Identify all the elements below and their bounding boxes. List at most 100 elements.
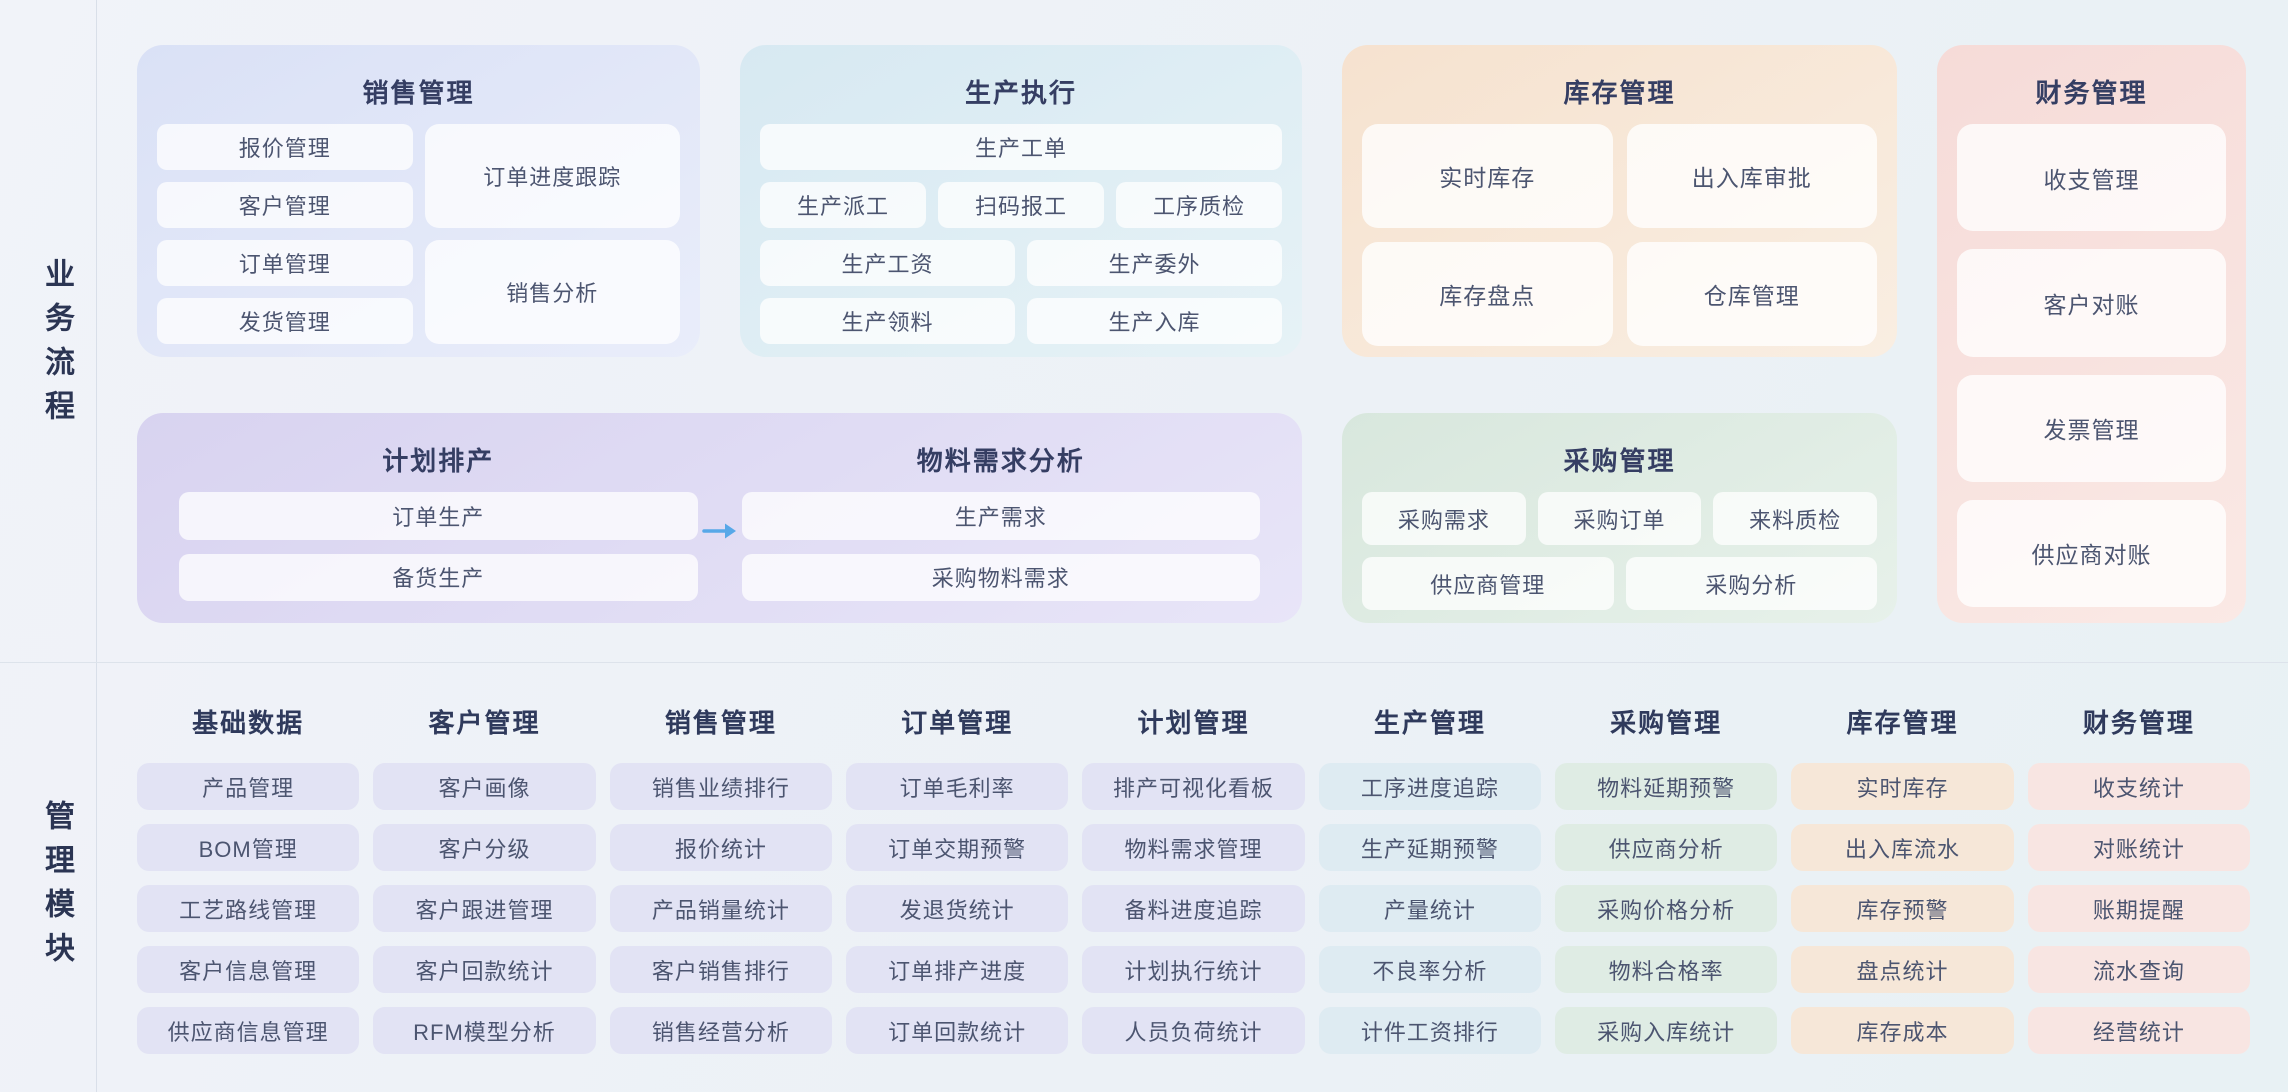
- module-column-inventory-management: 库存管理 实时库存 出入库流水 库存预警 盘点统计 库存成本: [1791, 700, 2014, 1068]
- module-item: 盘点统计: [1791, 946, 2014, 993]
- module-item: 订单毛利率: [845, 763, 1069, 810]
- card-title-purchase: 采购管理: [1563, 446, 1676, 476]
- module-item: 工序进度追踪: [1318, 763, 1541, 810]
- module-item: 采购价格分析: [1554, 885, 1778, 932]
- flow-item-purchase-order: 采购订单: [1537, 492, 1702, 545]
- horizontal-divider: [0, 662, 2288, 663]
- flow-item-purchase-demand: 采购需求: [1362, 492, 1526, 545]
- card-title-planning: 计划排产: [382, 446, 495, 476]
- card-sales-management: 销售管理 报价管理 客户管理 订单管理 发货管理 订单进度跟踪 销售分析: [137, 45, 700, 357]
- module-item: 备料进度追踪: [1082, 885, 1305, 932]
- flow-item-inout-approval: 出入库审批: [1626, 124, 1877, 228]
- module-item: 人员负荷统计: [1082, 1007, 1305, 1054]
- flow-item-invoice-management: 发票管理: [1957, 374, 2226, 482]
- flow-item-order-management: 订单管理: [157, 240, 413, 286]
- module-item: 产品管理: [137, 763, 360, 810]
- card-title-sales: 销售管理: [362, 78, 475, 108]
- module-item: 不良率分析: [1318, 946, 1541, 993]
- module-column-customer-management: 客户管理 客户画像 客户分级 客户跟进管理 客户回款统计 RFM模型分析: [373, 700, 596, 1068]
- module-item: 订单排产进度: [845, 946, 1069, 993]
- module-item: 排产可视化看板: [1082, 763, 1305, 810]
- module-item: 供应商信息管理: [137, 1007, 360, 1054]
- module-item: BOM管理: [137, 824, 360, 871]
- flow-item-customer-management: 客户管理: [157, 182, 413, 228]
- module-item: 发退货统计: [845, 885, 1069, 932]
- module-item: 工艺路线管理: [137, 885, 360, 932]
- module-item: 对账统计: [2027, 824, 2250, 871]
- module-item: 计划执行统计: [1082, 946, 1305, 993]
- flow-item-supplier-management: 供应商管理: [1362, 557, 1614, 610]
- module-item: 物料合格率: [1554, 946, 1778, 993]
- flow-item-production-wages: 生产工资: [760, 240, 1015, 286]
- flow-item-purchase-analysis: 采购分析: [1625, 557, 1877, 610]
- module-item: 实时库存: [1791, 763, 2014, 810]
- card-planning-scheduling: 计划排产 订单生产 备货生产 物料需求分析 生产需求 采购物料需求: [137, 413, 1302, 623]
- flow-item-supplier-reconciliation: 供应商对账: [1957, 499, 2226, 607]
- flow-item-income-expense-management: 收支管理: [1957, 124, 2226, 232]
- module-title: 客户管理: [428, 708, 541, 738]
- flow-item-production-outsourcing: 生产委外: [1027, 240, 1282, 286]
- module-item: 客户回款统计: [373, 946, 596, 993]
- module-title: 基础数据: [192, 708, 305, 738]
- right-arrow-icon: [700, 521, 740, 541]
- flow-item-production-demand: 生产需求: [741, 492, 1260, 540]
- card-inventory-management: 库存管理 实时库存 出入库审批 库存盘点 仓库管理: [1342, 45, 1897, 357]
- module-column-plan-management: 计划管理 排产可视化看板 物料需求管理 备料进度追踪 计划执行统计 人员负荷统计: [1082, 700, 1305, 1068]
- flow-item-order-production: 订单生产: [179, 492, 698, 540]
- management-modules-section: 基础数据 产品管理 BOM管理 工艺路线管理 客户信息管理 供应商信息管理 客户…: [137, 700, 2250, 1068]
- module-item: 销售业绩排行: [609, 763, 832, 810]
- card-title-production: 生产执行: [964, 78, 1077, 108]
- module-column-production-management: 生产管理 工序进度追踪 生产延期预警 产量统计 不良率分析 计件工资排行: [1318, 700, 1541, 1068]
- module-title: 销售管理: [664, 708, 777, 738]
- module-item: 产品销量统计: [609, 885, 832, 932]
- module-item: 供应商分析: [1554, 824, 1778, 871]
- module-item: 报价统计: [609, 824, 832, 871]
- card-production-execution: 生产执行 生产工单 生产派工 扫码报工 工序质检 生产工资 生产委外 生产领料 …: [740, 45, 1302, 357]
- flow-item-stock-production: 备货生产: [179, 553, 698, 601]
- module-item: 物料延期预警: [1554, 763, 1778, 810]
- flow-item-stocktaking: 库存盘点: [1362, 242, 1613, 346]
- module-item: RFM模型分析: [373, 1007, 596, 1054]
- flow-item-production-work-order: 生产工单: [760, 124, 1282, 170]
- module-title: 订单管理: [901, 708, 1014, 738]
- flow-item-sales-analysis: 销售分析: [424, 240, 680, 344]
- card-title-finance: 财务管理: [2035, 78, 2148, 108]
- module-item: 客户信息管理: [137, 946, 360, 993]
- section-label-business-flow: 业务流程: [40, 258, 73, 434]
- module-column-purchase-management: 采购管理 物料延期预警 供应商分析 采购价格分析 物料合格率 采购入库统计: [1554, 700, 1778, 1068]
- module-item: 客户跟进管理: [373, 885, 596, 932]
- card-title-material-requirements: 物料需求分析: [916, 446, 1085, 476]
- module-item: 收支统计: [2027, 763, 2250, 810]
- module-item: 客户画像: [373, 763, 596, 810]
- flow-item-customer-reconciliation: 客户对账: [1957, 249, 2226, 357]
- module-item: 经营统计: [2027, 1007, 2250, 1054]
- module-item: 订单交期预警: [845, 824, 1069, 871]
- module-item: 库存成本: [1791, 1007, 2014, 1054]
- flow-item-material-requisition: 生产领料: [760, 298, 1015, 344]
- module-item: 流水查询: [2027, 946, 2250, 993]
- module-item: 客户分级: [373, 824, 596, 871]
- flow-item-order-progress-tracking: 订单进度跟踪: [424, 124, 680, 228]
- module-item: 出入库流水: [1791, 824, 2014, 871]
- module-title: 生产管理: [1373, 708, 1486, 738]
- module-title: 计划管理: [1137, 708, 1250, 738]
- module-item: 采购入库统计: [1554, 1007, 1778, 1054]
- flow-item-process-inspection: 工序质检: [1116, 182, 1282, 228]
- module-item: 订单回款统计: [845, 1007, 1069, 1054]
- module-item: 计件工资排行: [1318, 1007, 1541, 1054]
- flow-item-quote-management: 报价管理: [157, 124, 413, 170]
- module-item: 生产延期预警: [1318, 824, 1541, 871]
- card-title-inventory: 库存管理: [1563, 78, 1676, 108]
- flow-item-scan-report: 扫码报工: [938, 182, 1104, 228]
- card-finance-management: 财务管理 收支管理 客户对账 发票管理 供应商对账: [1937, 45, 2246, 623]
- vertical-divider: [96, 0, 97, 1092]
- module-item: 账期提醒: [2027, 885, 2250, 932]
- module-column-order-management: 订单管理 订单毛利率 订单交期预警 发退货统计 订单排产进度 订单回款统计: [845, 700, 1069, 1068]
- planning-half: 计划排产 订单生产 备货生产: [157, 429, 720, 607]
- module-title: 库存管理: [1846, 708, 1959, 738]
- card-purchase-management: 采购管理 采购需求 采购订单 来料质检 供应商管理 采购分析: [1342, 413, 1897, 623]
- module-title: 采购管理: [1610, 708, 1723, 738]
- module-item: 产量统计: [1318, 885, 1541, 932]
- module-item: 客户销售排行: [609, 946, 832, 993]
- flow-item-warehouse-management: 仓库管理: [1626, 242, 1877, 346]
